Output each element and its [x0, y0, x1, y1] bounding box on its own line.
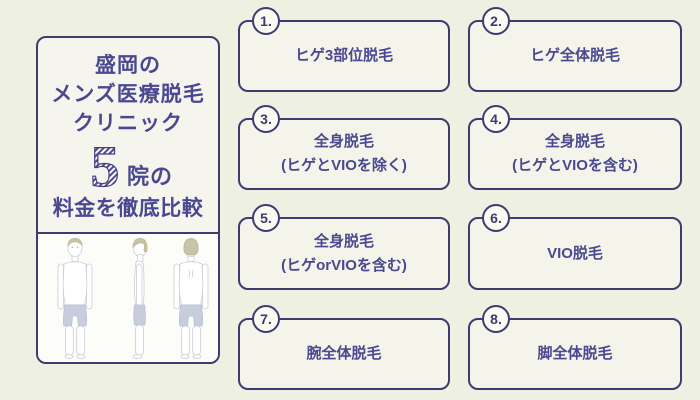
big-number-five: 5 [90, 139, 120, 193]
category-box-6[interactable]: 6. VIO脱毛 [468, 204, 682, 290]
category-sublabel: (ヒゲとVIOを除く) [281, 157, 407, 174]
title-line-2: メンズ医療脱毛 [51, 83, 205, 106]
category-label: VIO脱毛 [547, 244, 603, 262]
category-box-1[interactable]: 1. ヒゲ3部位脱毛 [238, 7, 450, 92]
category-box-7[interactable]: 7. 腕全体脱毛 [238, 305, 450, 390]
title-line-3: クリニック [73, 112, 183, 135]
category-label: 脚全体脱毛 [537, 345, 613, 362]
number-badge-5: 5. [252, 204, 280, 232]
category-box-3[interactable]: 3. 全身脱毛 (ヒゲとVIOを除く) [238, 105, 450, 190]
title-line-1: 盛岡の [95, 54, 161, 77]
big-number-text: 5 [90, 139, 119, 193]
page-title: 盛岡の メンズ医療脱毛 クリニック 5 院の 料金を徹底比較 [38, 38, 218, 225]
category-box-8[interactable]: 8. 脚全体脱毛 [468, 305, 682, 390]
title-line-bottom: 料金を徹底比較 [52, 197, 204, 220]
category-box-5[interactable]: 5. 全身脱毛 (ヒゲorVIOを含む) [238, 204, 450, 290]
body-illustration-area [38, 232, 218, 362]
number-badge-7: 7. [252, 305, 280, 333]
title-panel: 盛岡の メンズ医療脱毛 クリニック 5 院の 料金を徹底比較 [36, 36, 220, 364]
number-badge-2: 2. [482, 7, 510, 35]
category-box-4[interactable]: 4. 全身脱毛 (ヒゲとVIOを含む) [468, 105, 682, 190]
category-label: 全身脱毛 [544, 133, 605, 150]
category-sublabel: (ヒゲとVIOを含む) [512, 157, 638, 174]
number-badge-8: 8. [482, 305, 510, 333]
category-label: ヒゲ3部位脱毛 [294, 47, 394, 64]
category-label: 全身脱毛 [313, 232, 374, 250]
number-badge-3: 3. [252, 105, 280, 133]
number-badge-1: 1. [252, 7, 280, 35]
male-body-front-side-back-icon [57, 238, 209, 359]
clinic-count-suffix: 院の [126, 164, 173, 189]
category-label: 腕全体脱毛 [306, 345, 382, 362]
number-badge-4: 4. [482, 105, 510, 133]
clinic-count-row: 5 院の [38, 139, 218, 193]
category-box-2[interactable]: 2. ヒゲ全体脱毛 [468, 7, 682, 92]
category-label: ヒゲ全体脱毛 [529, 47, 620, 64]
category-sublabel: (ヒゲorVIOを含む) [281, 256, 407, 274]
number-badge-6: 6. [482, 204, 510, 232]
category-label: 全身脱毛 [313, 133, 374, 150]
